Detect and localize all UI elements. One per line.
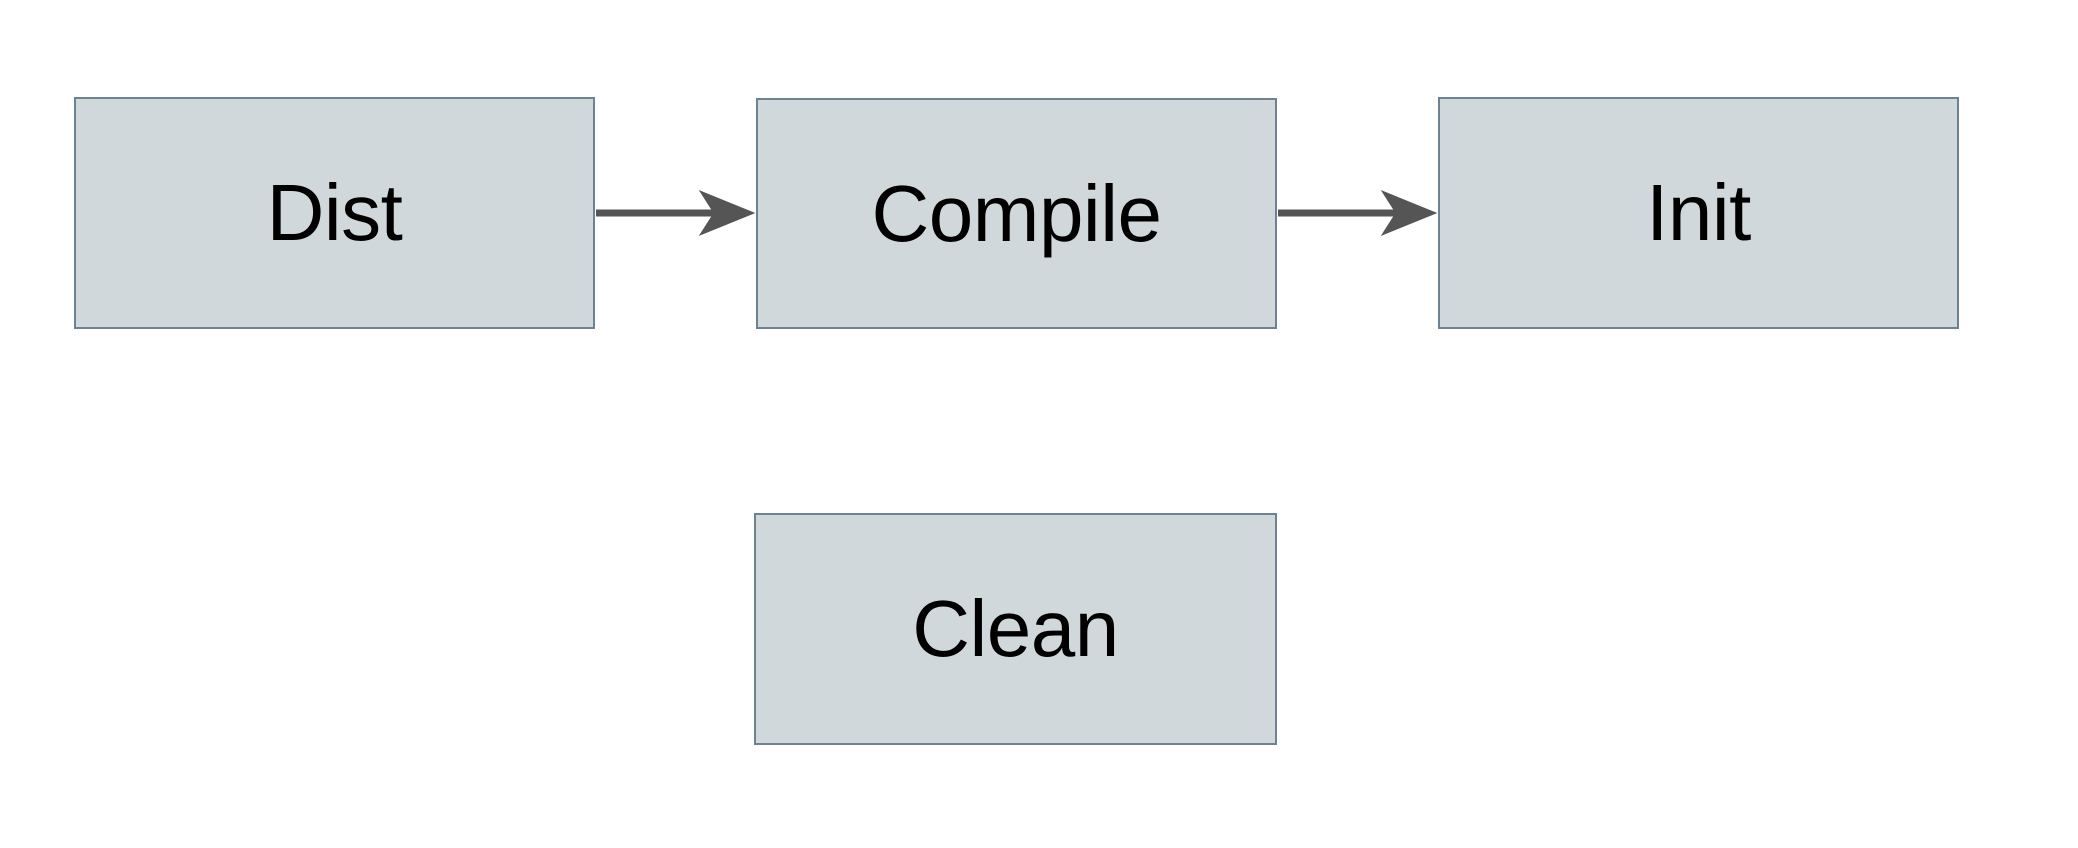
node-clean[interactable]: Clean [754,513,1277,745]
node-compile[interactable]: Compile [756,98,1277,329]
node-label: Clean [912,584,1119,673]
node-label: Dist [266,168,403,257]
node-dist[interactable]: Dist [74,97,595,329]
arrowhead-icon [698,189,756,237]
edge-compile-to-init[interactable] [1278,189,1438,237]
node-label: Init [1646,168,1751,257]
edge-dist-to-compile[interactable] [596,189,756,237]
node-init[interactable]: Init [1438,97,1959,329]
node-label: Compile [871,168,1162,258]
arrowhead-icon [1380,189,1438,237]
